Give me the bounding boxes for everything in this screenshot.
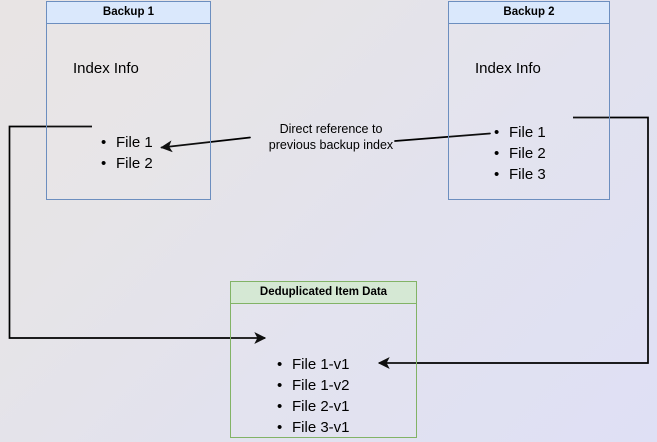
backup1-body: Index Info File 1 File 2: [47, 24, 210, 199]
list-item: File 3: [492, 164, 546, 185]
list-item: File 3-v1: [275, 417, 350, 438]
list-item: File 1-v1: [275, 354, 350, 375]
backup2-header: Backup 2: [449, 2, 609, 24]
backup2-index-title: Index Info: [475, 60, 541, 77]
backup2-box: Backup 2 Index Info File 1 File 2 File 3: [448, 1, 610, 200]
backup1-header: Backup 1: [47, 2, 210, 24]
backup1-index-title: Index Info: [73, 60, 139, 77]
deduplicated-item-data-box: Deduplicated Item Data File 1-v1 File 1-…: [230, 281, 417, 438]
backup1-file-list: File 1 File 2: [99, 132, 153, 174]
connector-caption-to-backup1-file2: [160, 136, 251, 153]
connector-caption-line1: Direct reference to: [279, 122, 383, 136]
list-item: File 1: [99, 132, 153, 153]
dedup-body: File 1-v1 File 1-v2 File 2-v1 File 3-v1: [231, 304, 416, 438]
backup2-file-list: File 1 File 2 File 3: [492, 122, 546, 185]
connector-caption: Direct reference to previous backup inde…: [248, 121, 414, 153]
dedup-header: Deduplicated Item Data: [231, 282, 416, 304]
list-item: File 2: [492, 143, 546, 164]
list-item: File 2-v1: [275, 396, 350, 417]
connector-caption-line2: previous backup index: [268, 138, 394, 152]
list-item: File 1-v2: [275, 375, 350, 396]
backup1-box: Backup 1 Index Info File 1 File 2: [46, 1, 211, 200]
connector-backup1-to-dedup: [8, 125, 267, 344]
backup2-body: Index Info File 1 File 2 File 3: [449, 24, 609, 199]
dedup-file-list: File 1-v1 File 1-v2 File 2-v1 File 3-v1: [275, 354, 350, 438]
connector-backup2-to-dedup: [377, 116, 649, 369]
connector-backup2-to-backup1: [394, 132, 491, 142]
list-item: File 2: [99, 153, 153, 174]
list-item: File 1: [492, 122, 546, 143]
